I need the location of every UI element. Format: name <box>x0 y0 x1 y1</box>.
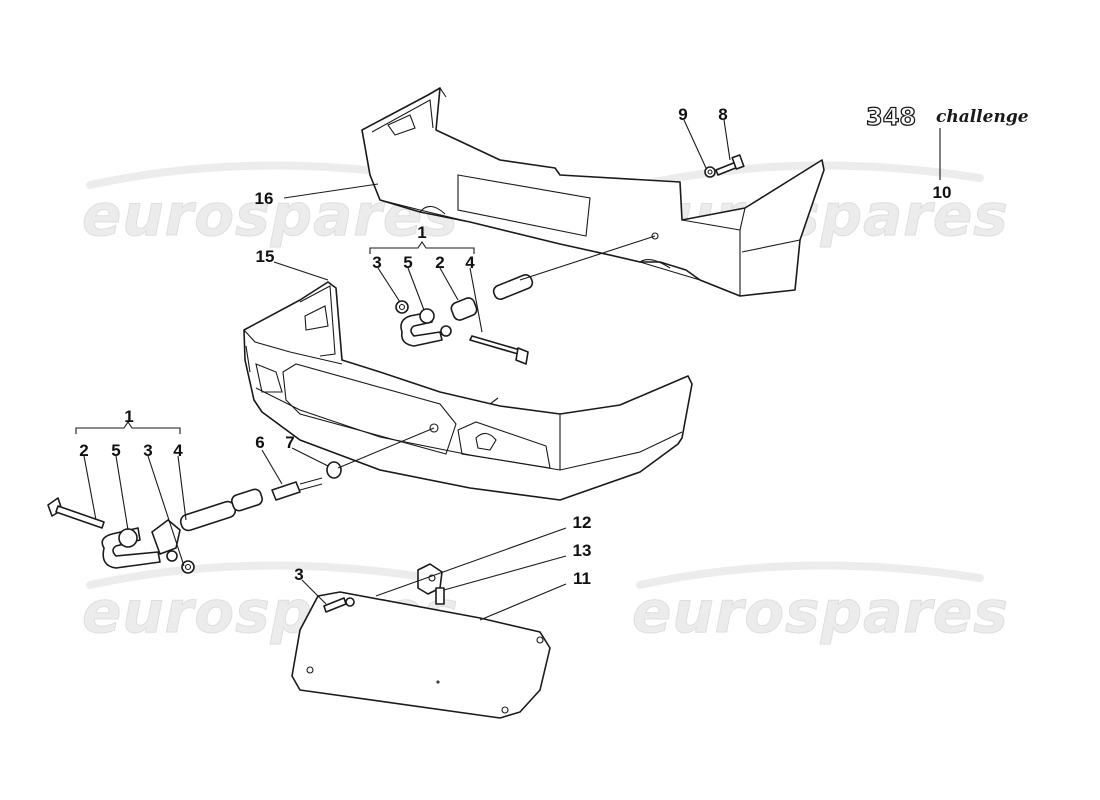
nut-7 <box>326 461 342 479</box>
rear-spacer <box>450 297 478 321</box>
callout-front-2: 2 <box>79 441 88 460</box>
leader-lines <box>75 119 941 621</box>
front-hook-bushing <box>118 528 138 548</box>
front-bumper <box>243 281 693 501</box>
callout-11: 11 <box>573 569 591 588</box>
callout-12: 12 <box>573 513 592 532</box>
callout-labels: 1 3 5 2 4 8 9 10 16 15 1 2 5 3 4 6 7 12 … <box>79 105 951 588</box>
washer-9 <box>704 166 716 178</box>
callout-9: 9 <box>678 105 687 124</box>
callout-rear-5: 5 <box>403 253 412 272</box>
rear-spacer-nut <box>440 325 452 337</box>
front-tow-eye-shaft <box>179 500 237 532</box>
bolt-13 <box>435 587 445 605</box>
rear-washer <box>395 300 409 314</box>
watermark-bottom-right: eurospares <box>632 578 1009 646</box>
front-plate-recess <box>282 363 457 455</box>
rear-bolt-washer-set <box>704 154 745 178</box>
callout-front-4: 4 <box>173 441 183 460</box>
callout-8: 8 <box>718 105 727 124</box>
front-bolt <box>55 505 105 529</box>
rear-hook-bushing <box>419 308 435 324</box>
callout-3-screw: 3 <box>294 565 303 584</box>
rear-tow-hook-assembly <box>395 235 656 365</box>
rear-bumper <box>361 87 825 297</box>
rear-tow-hook <box>400 311 443 347</box>
rear-bolt-head <box>515 347 529 365</box>
logo-model-number: 348 <box>866 103 916 131</box>
license-plate-holder <box>291 563 551 719</box>
challenge-logo-badge: 348 challenge <box>865 102 1029 131</box>
callout-rear-3: 3 <box>372 253 381 272</box>
front-tow-hook-assembly <box>47 427 435 574</box>
rear-bolt <box>469 335 521 355</box>
callout-front-5: 5 <box>111 441 120 460</box>
callout-16: 16 <box>255 189 274 208</box>
front-tow-hook <box>101 527 161 569</box>
watermark-top-right: eurospares <box>632 181 1009 249</box>
callout-15: 15 <box>256 247 275 266</box>
plate-panel-11 <box>291 591 551 719</box>
callout-6: 6 <box>255 433 264 452</box>
front-washer <box>181 560 195 574</box>
callout-13: 13 <box>573 541 592 560</box>
callout-front-3: 3 <box>143 441 152 460</box>
stud-6 <box>271 481 301 501</box>
logo-script-text: challenge <box>936 107 1029 127</box>
callout-7: 7 <box>285 433 294 452</box>
front-hook-bracket <box>151 519 181 555</box>
callout-front-1: 1 <box>124 407 133 426</box>
callout-rear-2: 2 <box>435 253 444 272</box>
callout-10: 10 <box>933 183 952 202</box>
callout-rear-4: 4 <box>465 253 475 272</box>
callout-rear-1: 1 <box>417 223 426 242</box>
rear-tow-eye-shaft <box>492 274 534 300</box>
